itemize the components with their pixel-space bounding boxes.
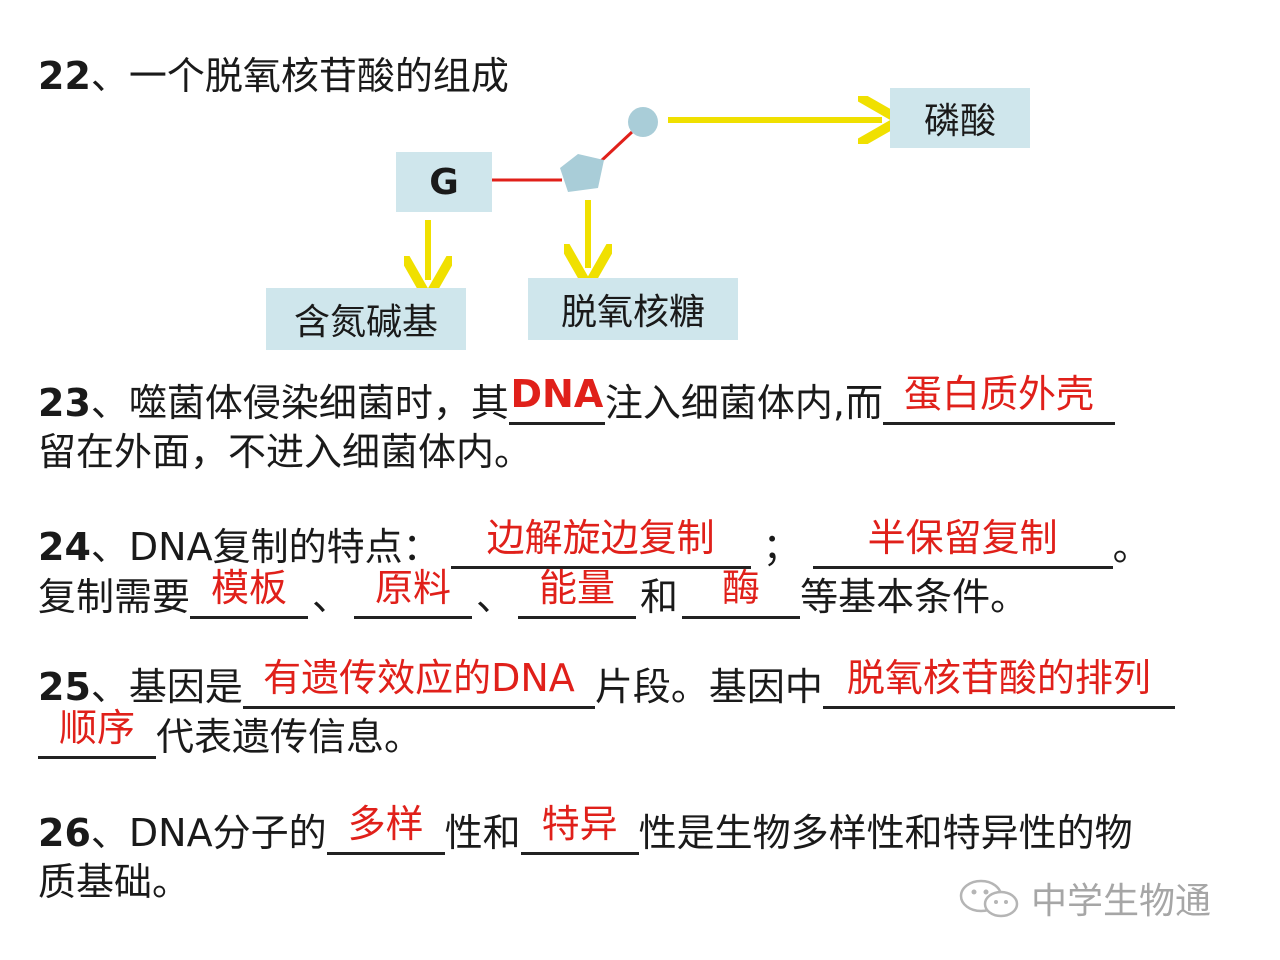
q25-blank-1: 有遗传效应的DNA: [242, 658, 595, 709]
q24-answer-1: 边解旋边复制: [486, 516, 715, 560]
q26-line-1: 26、DNA分子的多样性和特异性是生物多样性和特异性的物: [38, 804, 1133, 855]
phosphate-circle-icon: [628, 107, 658, 137]
watermark-text: 中学生物通: [1031, 881, 1212, 922]
q25-answer-3: 顺序: [58, 706, 135, 750]
q23-number: 23: [38, 381, 91, 425]
q24-blank-6: 酶: [682, 568, 801, 619]
sugar-pentagon-icon: [560, 154, 604, 192]
q24-answer-6: 酶: [722, 566, 761, 610]
sugar-label: 脱氧核糖: [560, 292, 705, 333]
q24-sep-1: ；: [762, 525, 801, 569]
q26-line-2: 质基础。: [38, 860, 190, 904]
q25-number: 25: [38, 665, 91, 709]
q24-and: 和: [640, 575, 679, 619]
q24-number: 24: [38, 525, 91, 569]
base-label: 含氮碱基: [293, 302, 438, 343]
q26-text-2: 性和: [444, 811, 521, 855]
q23-blank-1: DNA: [508, 374, 605, 425]
q23-text-3: 留在外面，不进入细菌体内。: [38, 430, 533, 474]
q23-text-2: 注入细菌体内,而: [604, 381, 883, 425]
q24-line-1: 24、DNA复制的特点： 边解旋边复制 ； 半保留复制 。: [38, 518, 1151, 569]
q24-answer-5: 能量: [539, 566, 616, 610]
q25-text-1: 、基因是: [90, 665, 243, 709]
q25-answer-1: 有遗传效应的DNA: [263, 656, 575, 700]
q24-blank-5: 能量: [518, 568, 637, 619]
q25-blank-3: 顺序: [38, 708, 156, 759]
q25-blank-2: 脱氧核苷酸的排列: [822, 658, 1175, 709]
q26-blank-2: 特异: [520, 804, 639, 855]
q24-blank-1: 边解旋边复制: [450, 518, 751, 569]
q24-blank-3: 模板: [190, 568, 309, 619]
q23-answer-1: DNA: [510, 372, 604, 416]
phosphate-box: 磷酸: [890, 88, 1030, 148]
q24-answer-4: 原料: [375, 566, 452, 610]
q26-answer-1: 多样: [347, 802, 424, 846]
q24-sep-3: 、: [476, 575, 515, 619]
q22-text: 、一个脱氧核苷酸的组成: [90, 54, 509, 98]
q25-line-1: 25、基因是有遗传效应的DNA 片段。基因中脱氧核苷酸的排列: [38, 658, 1175, 709]
phosphate-label: 磷酸: [923, 101, 996, 142]
q24-answer-3: 模板: [211, 566, 288, 610]
q25-text-3: 代表遗传信息。: [156, 715, 423, 759]
q24-line-2: 复制需要模板、原料、能量和酶等基本条件。: [38, 568, 1029, 619]
phosphoester-bond: [598, 130, 634, 164]
q26-answer-2: 特异: [541, 802, 618, 846]
q23-answer-2: 蛋白质外壳: [903, 372, 1094, 416]
q23-blank-2: 蛋白质外壳: [883, 374, 1115, 425]
base-box: 含氮碱基: [266, 288, 466, 350]
wechat-icon: [959, 879, 1019, 918]
q24-end-1: 。: [1112, 525, 1151, 569]
q26-text-1: 、DNA分子的: [90, 811, 327, 855]
q22-heading: 22、一个脱氧核苷酸的组成: [38, 54, 509, 98]
q25-answer-2: 脱氧核苷酸的排列: [846, 656, 1151, 700]
q24-answer-2: 半保留复制: [867, 516, 1058, 560]
q22-number: 22: [38, 54, 91, 98]
q24-text-1: 、DNA复制的特点：: [90, 525, 441, 569]
q26-number: 26: [38, 811, 91, 855]
q24-sep-2: 、: [312, 575, 351, 619]
q26-blank-1: 多样: [326, 804, 445, 855]
q24-text-3: 等基本条件。: [800, 575, 1029, 619]
q25-line-2: 顺序代表遗传信息。: [38, 708, 423, 759]
q23-line-2: 留在外面，不进入细菌体内。: [38, 430, 532, 474]
base-letter: G: [429, 161, 459, 203]
q24-blank-2: 半保留复制: [812, 518, 1113, 569]
base-g-box: G: [396, 152, 492, 212]
q26-text-3: 性是生物多样性和特异性的物: [638, 811, 1133, 855]
q24-text-2: 复制需要: [38, 575, 191, 619]
q24-blank-4: 原料: [354, 568, 473, 619]
watermark: 中学生物通: [955, 872, 1211, 924]
q25-text-2: 片段。基因中: [594, 665, 823, 709]
sugar-box: 脱氧核糖: [528, 278, 738, 340]
q23-text-1: 、噬菌体侵染细菌时，其: [90, 381, 509, 425]
q26-text-4: 质基础。: [38, 860, 191, 904]
